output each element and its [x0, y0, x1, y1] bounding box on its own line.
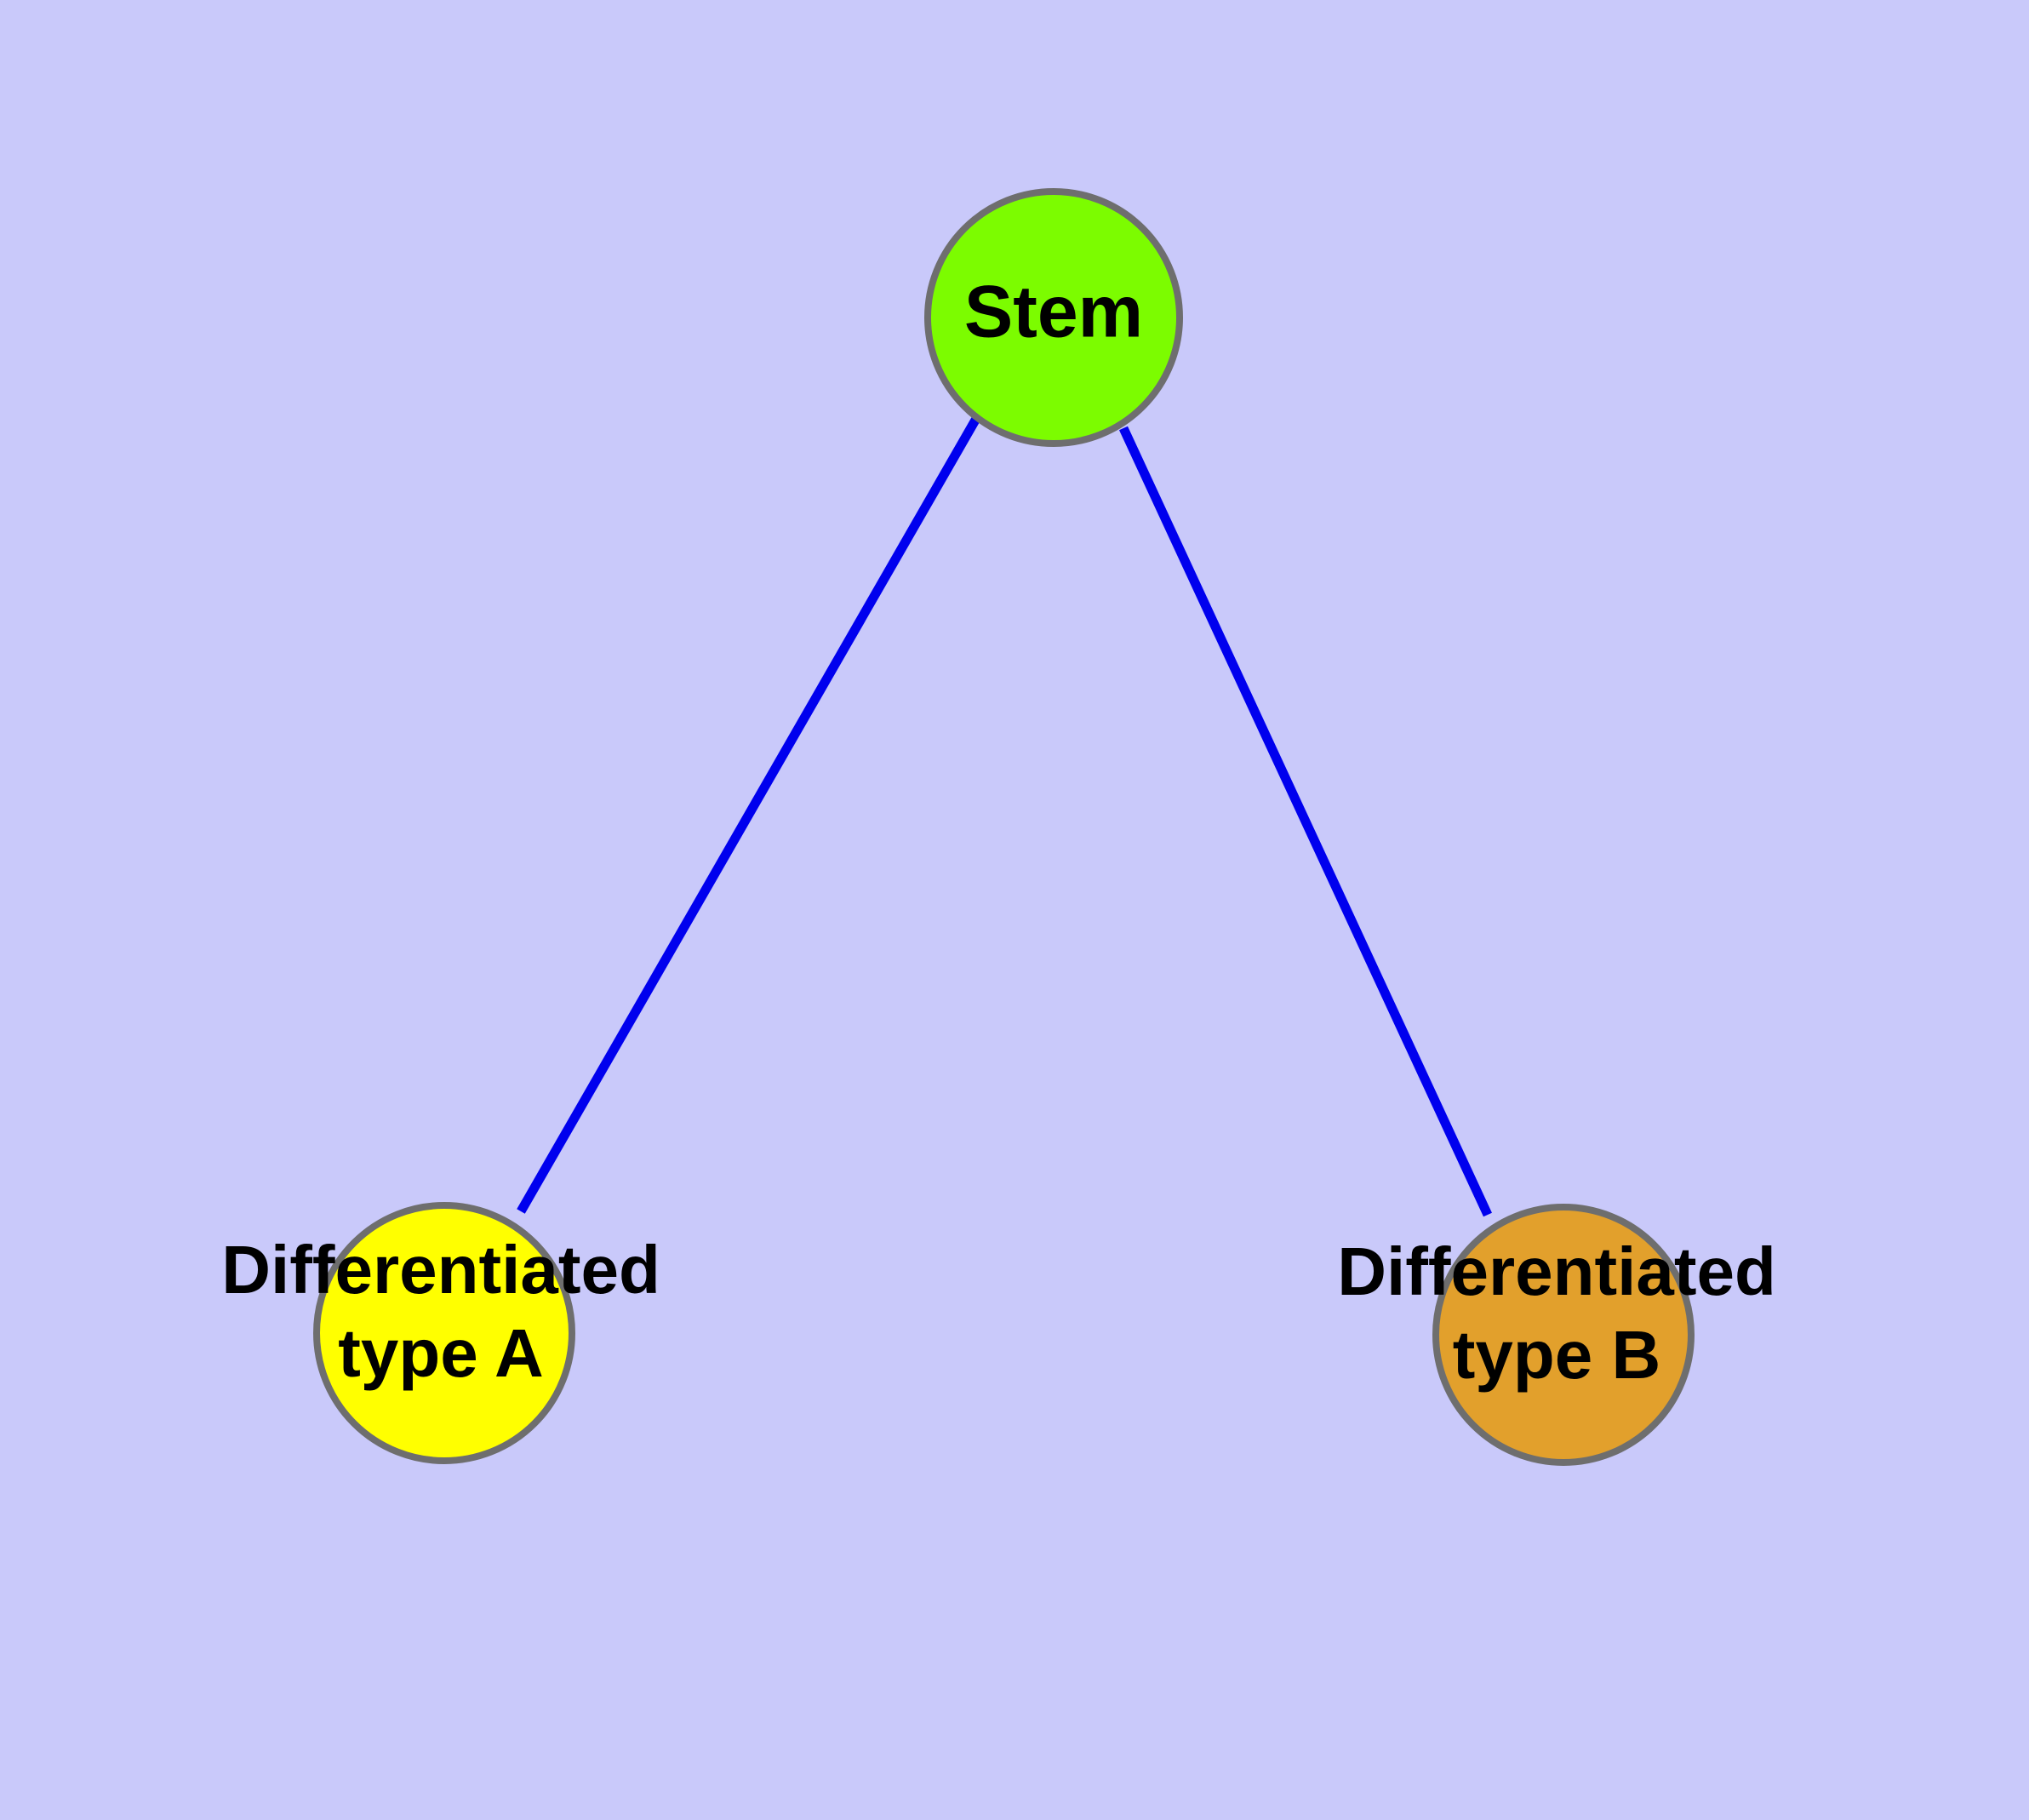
- node-differentiated-type-b-label-line1: Differentiated: [1337, 1233, 1776, 1309]
- edge-stem-to-differentiated-a: [517, 415, 981, 1214]
- node-stem-circle[interactable]: [924, 188, 1183, 447]
- node-differentiated-type-b-label-line2: type B: [1453, 1317, 1661, 1393]
- node-differentiated-type-a-label-line1: Differentiated: [221, 1232, 660, 1308]
- node-stem[interactable]: Stem: [924, 188, 1183, 447]
- node-differentiated-type-a[interactable]: Differentiated type A: [221, 1202, 660, 1464]
- node-stem-label: Stem: [964, 272, 1143, 353]
- edge-stem-to-differentiated-b: [1119, 426, 1492, 1217]
- node-differentiated-type-a-label-line2: type A: [338, 1315, 544, 1391]
- node-differentiated-type-b-circle[interactable]: [1432, 1204, 1695, 1466]
- node-differentiated-type-a-circle[interactable]: [313, 1202, 575, 1464]
- node-differentiated-type-b[interactable]: Differentiated type B: [1337, 1204, 1776, 1466]
